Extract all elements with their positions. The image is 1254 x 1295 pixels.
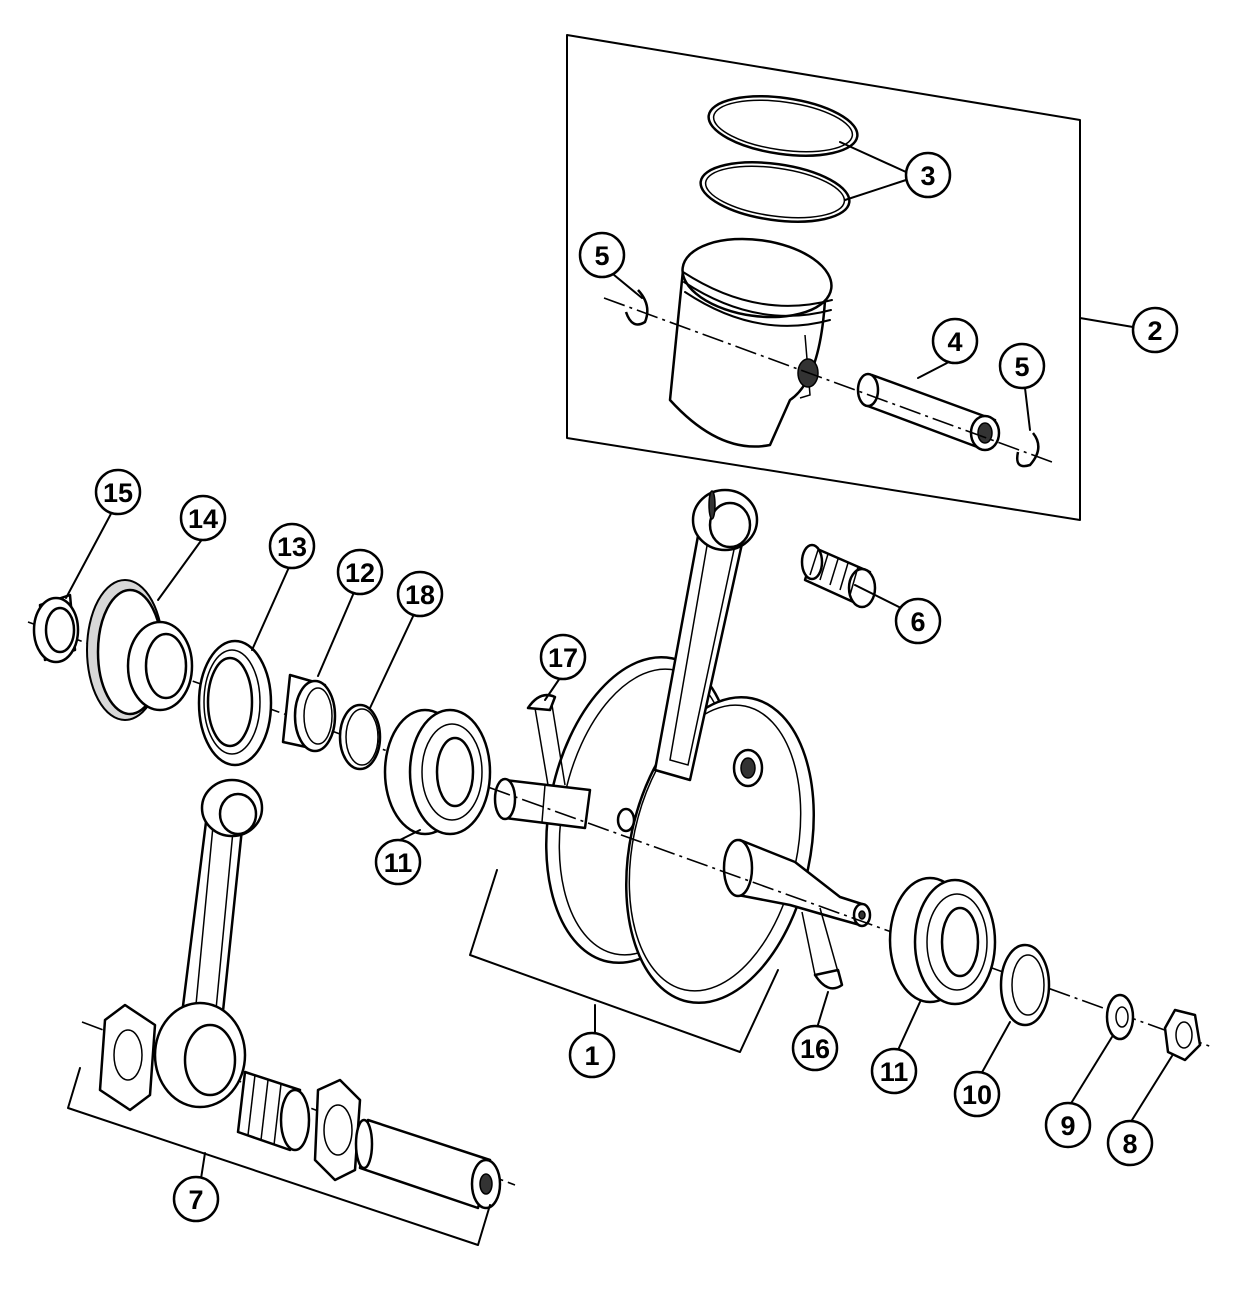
callout-label: 16 <box>800 1034 830 1064</box>
callout-5-right: 5 <box>998 342 1046 390</box>
callout-label: 14 <box>188 504 218 534</box>
callout-label: 15 <box>103 478 133 508</box>
callout-label: 1 <box>584 1041 599 1071</box>
callout-8: 8 <box>1106 1119 1154 1167</box>
callout-11-right: 11 <box>870 1047 918 1095</box>
callout-2: 2 <box>1131 306 1179 354</box>
callout-label: 5 <box>594 241 609 271</box>
nut-15 <box>32 593 80 664</box>
callout-label: 7 <box>188 1185 203 1215</box>
bearing-11-left <box>383 708 492 836</box>
callout-label: 4 <box>947 327 962 357</box>
circlip-right <box>1016 432 1040 468</box>
woodruff-key-16 <box>801 907 844 990</box>
callout-7: 7 <box>172 1175 220 1223</box>
nut-8 <box>1163 1008 1202 1062</box>
callout-label: 11 <box>384 848 413 878</box>
callout-label: 2 <box>1147 316 1162 346</box>
callout-5-left: 5 <box>578 231 626 279</box>
callout-3: 3 <box>904 151 952 199</box>
callout-label: 5 <box>1014 352 1029 382</box>
callout-11-left: 11 <box>374 838 422 886</box>
callout-6: 6 <box>894 597 942 645</box>
callout-13: 13 <box>268 522 316 570</box>
callout-label: 8 <box>1122 1129 1137 1159</box>
callout-label: 18 <box>405 580 435 610</box>
crankshaft <box>469 488 872 1053</box>
callout-1: 1 <box>568 1031 616 1079</box>
piston-kit-frame <box>566 34 1134 521</box>
woodruff-key-17 <box>526 693 566 786</box>
callout-16: 16 <box>791 1024 839 1072</box>
callout-10: 10 <box>953 1070 1001 1118</box>
callout-label: 3 <box>920 161 935 191</box>
callout-label: 13 <box>277 532 307 562</box>
spacer-12 <box>281 673 337 753</box>
callout-label: 17 <box>548 643 578 673</box>
callout-label: 6 <box>910 607 925 637</box>
callout-17: 17 <box>539 633 587 681</box>
callout-4: 4 <box>931 317 979 365</box>
bearing-11-right <box>888 876 997 1006</box>
piston-rings <box>699 95 907 223</box>
callout-12: 12 <box>336 548 384 596</box>
conrod-kit <box>67 778 516 1246</box>
seal-13 <box>197 639 273 767</box>
callout-label: 10 <box>962 1080 992 1110</box>
gear-14 <box>86 579 194 721</box>
circlip-left <box>624 289 649 326</box>
callout-label: 9 <box>1060 1111 1075 1141</box>
callout-label: 12 <box>345 558 375 588</box>
washer-9 <box>1105 993 1135 1041</box>
leader-lines <box>65 269 1173 1121</box>
spacer-10 <box>999 943 1051 1027</box>
callout-14: 14 <box>179 494 227 542</box>
oring-18 <box>338 703 382 771</box>
callout-18: 18 <box>396 570 444 618</box>
callout-9: 9 <box>1044 1101 1092 1149</box>
callout-label: 11 <box>880 1057 909 1087</box>
small-end-bearing <box>800 543 877 609</box>
piston <box>668 237 833 448</box>
piston-pin <box>856 372 1001 452</box>
callout-15: 15 <box>94 468 142 516</box>
